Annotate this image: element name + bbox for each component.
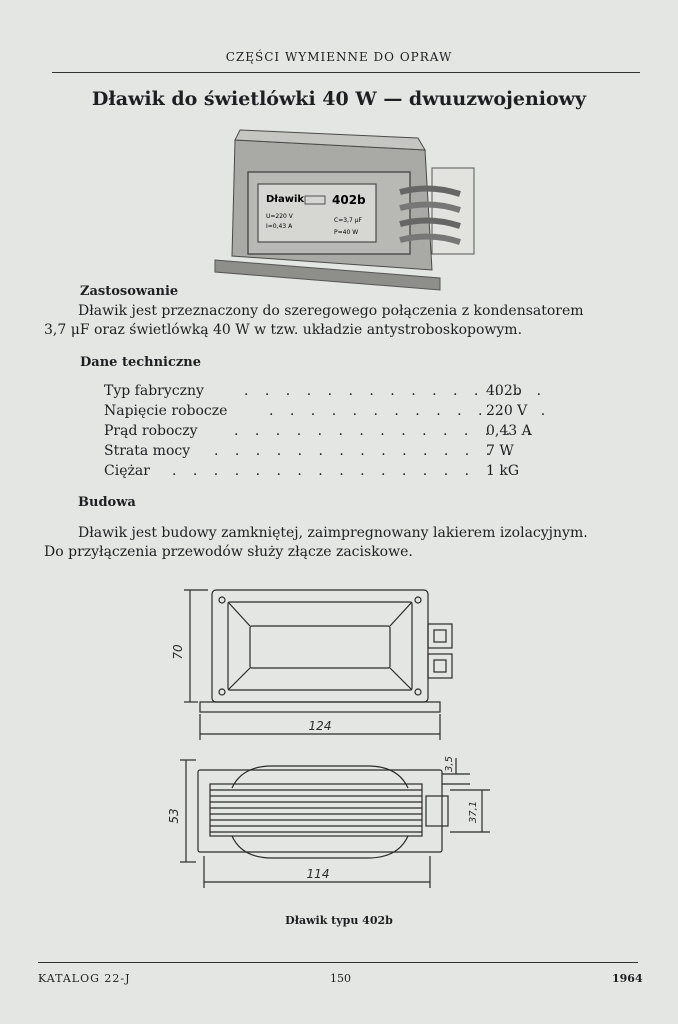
footer-rule (38, 962, 638, 963)
plate-name: Dławik (266, 194, 304, 205)
spec-value: 1 kG (486, 463, 520, 479)
section-title-budowa: Budowa (78, 495, 136, 510)
spec-value: 220 V (486, 403, 528, 419)
section-title-dane: Dane techniczne (80, 355, 201, 370)
zastosowanie-line-2: 3,7 μF oraz świetlówką 40 W w tzw. układ… (44, 322, 523, 338)
running-header: CZĘŚCI WYMIENNE DO OPRAW (225, 50, 453, 64)
dim-3-5-label: 3,5 (444, 756, 455, 772)
budowa-line-2: Do przyłączenia przewodów służy złącze z… (44, 544, 413, 560)
footer-catalog: KATALOG 22-J (38, 972, 131, 985)
plate-line-right-1: C=3,7 μF (334, 217, 362, 224)
leader-dots: . . . . . . . . . . . . . . . (244, 383, 548, 399)
figure-caption: Dławik typu 402b (285, 914, 393, 927)
ballast-photo: Dławik 402b U=220 V I=0,43 A C=3,7 μF P=… (214, 129, 475, 291)
spec-value: 402b (486, 383, 522, 399)
budowa-line-1: Dławik jest budowy zamkniętej, zaimpregn… (78, 525, 588, 541)
spec-label: Ciężar (104, 463, 150, 479)
spec-label: Strata mocy (104, 443, 191, 459)
dim-114-label: 114 (307, 867, 330, 881)
leader-dots: . . . . . . . . . . . . . . (269, 403, 552, 419)
dim-53-label: 53 (167, 808, 181, 823)
spec-row-ciezar: Ciężar . . . . . . . . . . . . . . . . .… (104, 463, 564, 483)
spec-label: Typ fabryczny (104, 383, 204, 399)
spec-row-strata: Strata mocy . . . . . . . . . . . . . . … (104, 443, 564, 463)
dim-70-label: 70 (171, 644, 185, 660)
leader-dots: . . . . . . . . . . . . . . . (234, 423, 538, 439)
page-title: Dławik do świetlówki 40 W — dwuuzwojenio… (91, 88, 587, 110)
spec-label: Napięcie robocze (104, 403, 228, 419)
technical-drawing: 70 124 53 114 3,5 37,1 (167, 589, 490, 888)
spec-value: 7 W (486, 443, 514, 459)
footer-year: 1964 (612, 972, 643, 985)
header-rule (52, 72, 640, 73)
spec-value: 0,43 A (486, 423, 532, 439)
leader-dots: . . . . . . . . . . . . . . . . . . (172, 463, 482, 479)
spec-row-typ: Typ fabryczny . . . . . . . . . . . . . … (104, 383, 564, 403)
dim-37-1-label: 37,1 (468, 801, 479, 823)
spec-row-napiecie: Napięcie robocze . . . . . . . . . . . .… (104, 403, 564, 423)
plate-line-left-2: I=0,43 A (266, 223, 293, 230)
plate-line-right-2: P=40 W (334, 229, 358, 236)
leader-dots: . . . . . . . . . . . . . . . . (214, 443, 524, 459)
spec-label: Prąd roboczy (104, 423, 198, 439)
zastosowanie-line-1: Dławik jest przeznaczony do szeregowego … (78, 303, 584, 319)
plate-line-left-1: U=220 V (266, 213, 294, 220)
dim-124-label: 124 (309, 719, 332, 733)
plate-code: 402b (332, 193, 366, 207)
page-number: 150 (330, 972, 351, 985)
section-title-zastosowanie: Zastosowanie (80, 284, 179, 299)
spec-row-prad: Prąd roboczy . . . . . . . . . . . . . .… (104, 423, 564, 443)
